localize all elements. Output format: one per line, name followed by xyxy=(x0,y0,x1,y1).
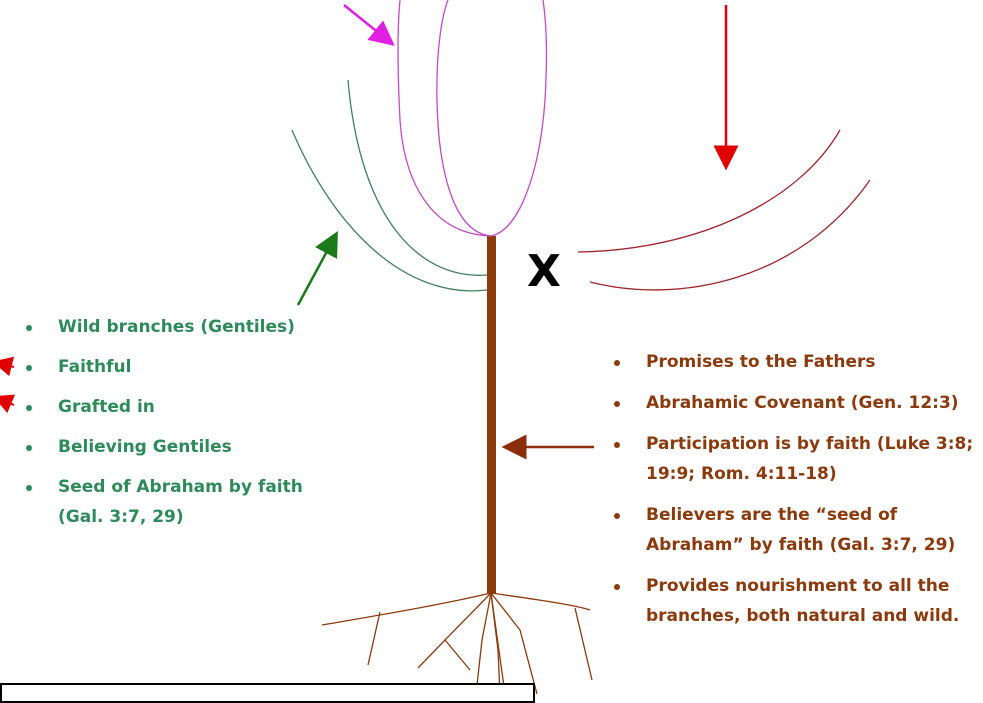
bullet-icon xyxy=(614,513,620,519)
arrow-left-red-icon xyxy=(0,394,16,414)
text-box xyxy=(0,683,535,703)
trunk xyxy=(487,236,496,594)
central-branch xyxy=(397,0,548,237)
list-item: Abrahamic Covenant (Gen. 12:3) xyxy=(606,388,983,418)
list-item: Believers are the “seed of Abraham” by f… xyxy=(606,500,983,560)
list-item: Faithful xyxy=(18,352,338,382)
bullet-icon xyxy=(614,584,620,590)
root-list: Promises to the Fathers Abrahamic Covena… xyxy=(606,347,983,642)
list-item: Wild branches (Gentiles) xyxy=(18,312,338,342)
list-item: Promises to the Fathers xyxy=(606,347,983,377)
bullet-icon xyxy=(614,360,620,366)
bullet-icon xyxy=(26,405,32,411)
bullet-icon xyxy=(26,485,32,491)
bullet-icon xyxy=(26,325,32,331)
list-item: Grafted in xyxy=(18,392,338,422)
bullet-icon xyxy=(26,445,32,451)
bullet-icon xyxy=(614,442,620,448)
list-item: Provides nourishment to all the branches… xyxy=(606,571,983,631)
roots xyxy=(321,592,593,694)
broken-branches xyxy=(577,129,871,291)
list-item: Seed of Abraham by faith (Gal. 3:7, 29) xyxy=(18,472,338,532)
list-item: Believing Gentiles xyxy=(18,432,338,462)
wild-branches-list: Wild branches (Gentiles) Faithful Grafte… xyxy=(18,312,338,542)
wild-branches xyxy=(291,79,488,292)
list-item: Participation is by faith (Luke 3:8; 19:… xyxy=(606,429,983,489)
arrow-up-green-icon xyxy=(296,230,338,306)
cut-off-mark: X xyxy=(527,246,561,297)
bullet-icon xyxy=(26,365,32,371)
arrow-left-red-icon xyxy=(0,356,15,377)
bullet-icon xyxy=(614,401,620,407)
arrow-diagonal-magenta-icon xyxy=(343,4,395,46)
